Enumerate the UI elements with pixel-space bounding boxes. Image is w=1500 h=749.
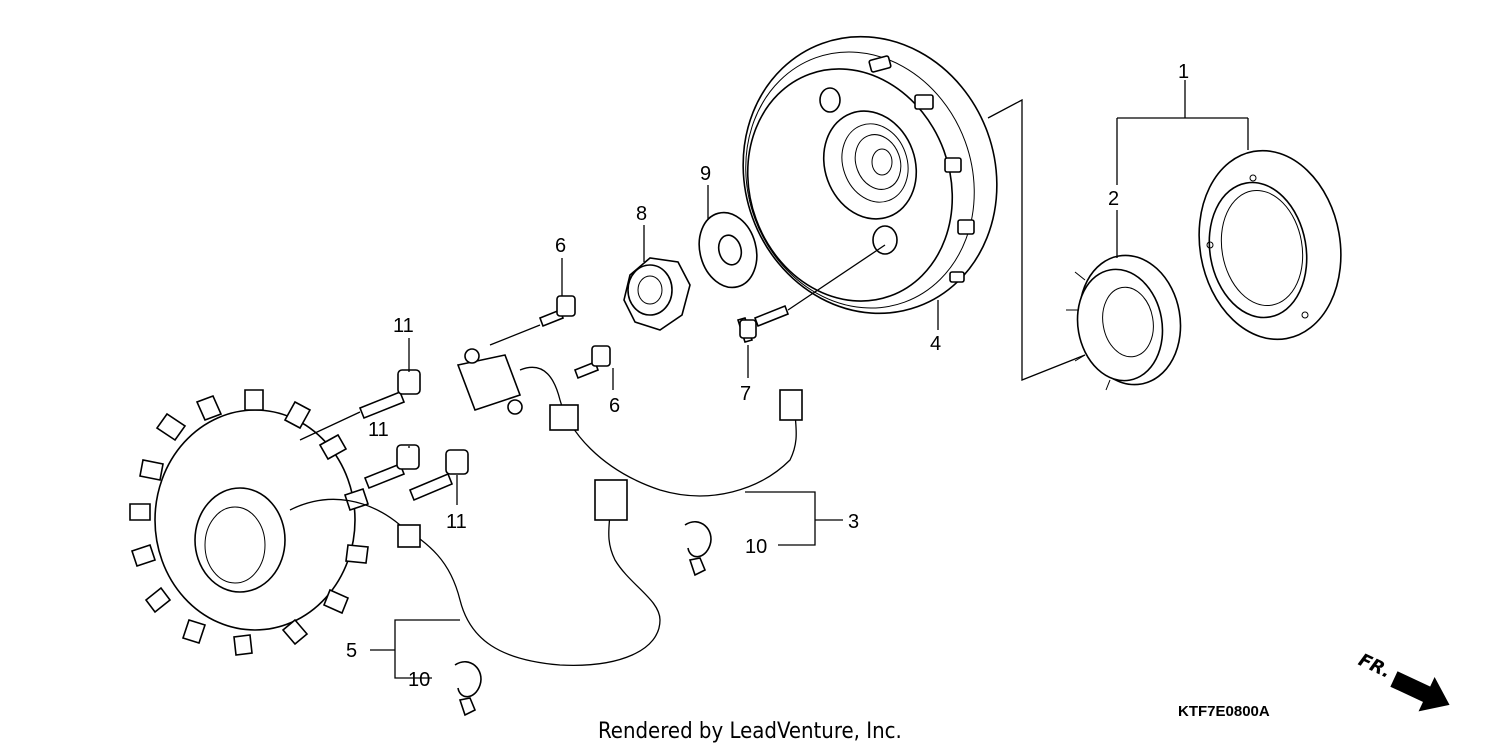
- starter-clutch-outer-part[interactable]: [1185, 139, 1356, 350]
- callout-10-upper[interactable]: 10: [745, 536, 767, 558]
- stator-bolt-middle-part[interactable]: [363, 444, 420, 490]
- callout-3[interactable]: 3: [848, 511, 859, 533]
- pulser-bolt-lower-part[interactable]: [573, 345, 611, 380]
- callout-6-lower[interactable]: 6: [609, 395, 620, 417]
- callout-4[interactable]: 4: [930, 333, 941, 355]
- callout-7[interactable]: 7: [740, 383, 751, 405]
- starter-clutch-part[interactable]: [1066, 247, 1191, 392]
- pulser-generator-part[interactable]: [456, 348, 803, 497]
- pulser-bolt-upper-part[interactable]: [538, 295, 576, 328]
- callout-10-lower[interactable]: 10: [408, 669, 430, 691]
- callout-1[interactable]: 1: [1178, 61, 1189, 83]
- callout-11-lower[interactable]: 11: [446, 511, 467, 533]
- flange-nut-part[interactable]: [623, 257, 691, 331]
- front-direction-marker: FR.: [1355, 650, 1450, 712]
- flywheel-bolt-part[interactable]: [736, 304, 790, 343]
- callout-2[interactable]: 2: [1108, 188, 1119, 210]
- stator-bolt-lower-part[interactable]: [408, 449, 469, 502]
- callout-5[interactable]: 5: [346, 640, 357, 662]
- callout-9[interactable]: 9: [700, 163, 711, 185]
- wire-clamp-upper-part[interactable]: [684, 521, 712, 577]
- front-direction-label: FR.: [1355, 650, 1394, 683]
- flywheel-part[interactable]: [705, 1, 1036, 350]
- callout-11-upper[interactable]: 11: [393, 315, 414, 337]
- callout-labels: 1 2 3 4 5 6 6 7 8 9 10 10 11 11 11: [346, 61, 1189, 691]
- front-arrow-icon: [1390, 671, 1450, 712]
- wire-clamp-lower-part[interactable]: [454, 661, 482, 717]
- washer-part[interactable]: [691, 206, 765, 294]
- stator-bolt-upper-part[interactable]: [358, 369, 421, 420]
- diagram-code: KTF7E0800A: [1178, 703, 1270, 720]
- callout-11-middle[interactable]: 11: [368, 419, 389, 441]
- callout-8[interactable]: 8: [636, 203, 647, 225]
- credit-text: Rendered by LeadVenture, Inc.: [598, 719, 902, 744]
- leader-lines: [299, 80, 1249, 679]
- stator-part[interactable]: [129, 389, 661, 666]
- callout-6-upper[interactable]: 6: [555, 235, 566, 257]
